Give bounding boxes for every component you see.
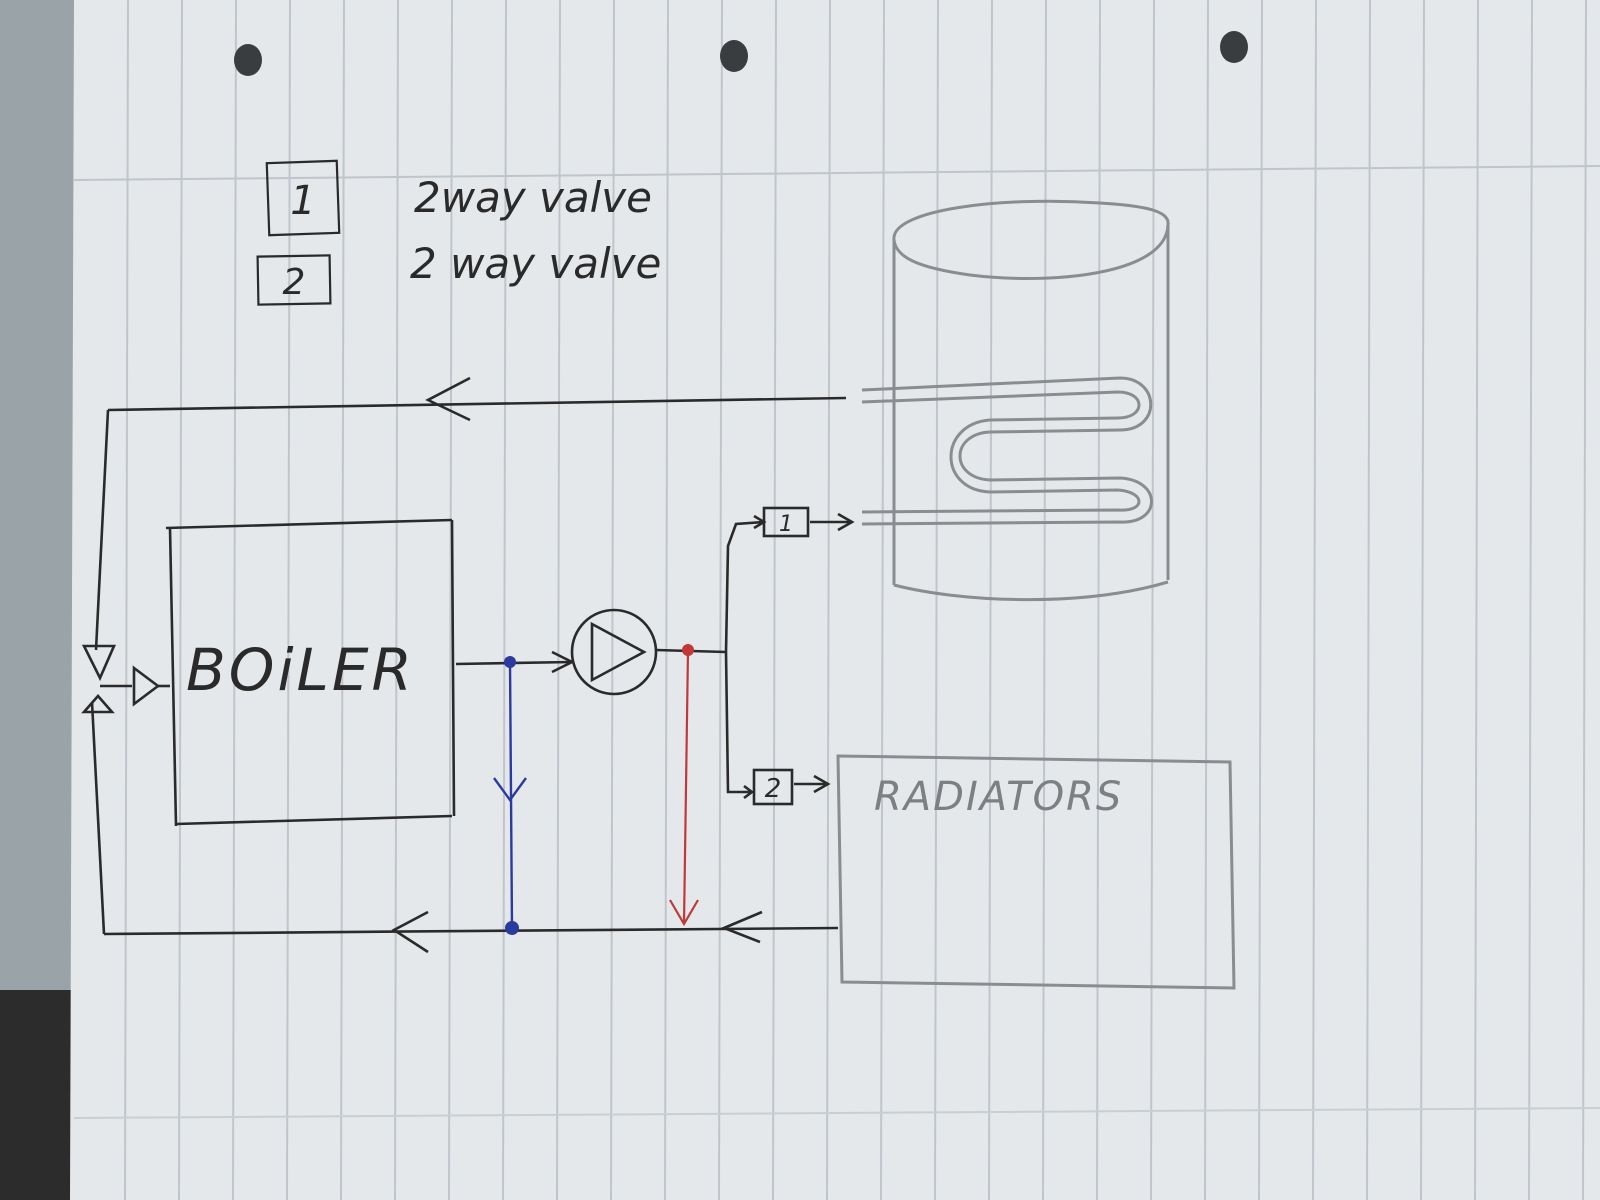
legend <box>256 159 341 306</box>
pump-circle <box>570 608 658 696</box>
mixing-valve-top <box>81 644 116 682</box>
arrow-valve-2-to-radiators <box>813 774 831 794</box>
notebook-rules <box>124 0 1587 1200</box>
blue-bypass-pipe <box>508 661 514 929</box>
blue-bypass <box>493 661 527 929</box>
mixing-valve-right <box>132 665 161 707</box>
horizontal-rule-bottom <box>73 1107 1600 1119</box>
red-bypass-arrow <box>669 899 699 927</box>
paper-sheet <box>70 0 1600 1200</box>
punch-hole <box>1220 31 1248 63</box>
boiler-label: BOiLER <box>186 636 415 704</box>
boiler-bottom <box>175 814 453 826</box>
hot-water-tank <box>861 199 1170 602</box>
arrow-valve-1-to-tank <box>837 512 855 532</box>
legend-box-2 <box>256 254 332 306</box>
boiler <box>165 518 456 827</box>
pump-triangle <box>590 621 647 683</box>
blue-junction-bottom <box>505 921 519 935</box>
boiler-top <box>165 518 453 530</box>
radiators-box <box>836 754 1236 990</box>
arrow-bottom-return-2 <box>720 910 763 944</box>
pipe-left-upper <box>94 409 110 651</box>
arrow-bottom-return-1 <box>391 910 429 954</box>
arrow-tank-return <box>425 376 471 422</box>
valve-1-box <box>762 506 810 538</box>
legend-key-2: 2 <box>283 262 306 303</box>
legend-label-1: 2way valve <box>414 173 652 222</box>
red-junction-top <box>682 644 694 656</box>
tank-bottom <box>893 580 1169 602</box>
pipe-tank-return <box>107 396 847 412</box>
punch-hole <box>234 44 262 76</box>
tank-coil-inner <box>861 390 1141 514</box>
legend-label-2: 2 way valve <box>410 239 661 288</box>
pipe-bottom-return <box>103 926 839 936</box>
pipe-left-lower <box>90 701 106 935</box>
legend-key-1: 1 <box>290 178 315 224</box>
mixing-valve-bottom <box>81 694 115 714</box>
red-bypass-pipe <box>682 649 690 925</box>
blue-bypass-arrow <box>493 777 527 803</box>
arrow-to-valve-2 <box>743 784 755 800</box>
radiators-label: RADIATORS <box>874 774 1123 820</box>
radiators <box>836 754 1236 990</box>
valve-2-box <box>752 768 794 806</box>
boiler-left <box>168 527 178 827</box>
boiler-right <box>450 519 456 817</box>
dark-corner <box>0 990 72 1200</box>
pipe-to-valve-1 <box>724 520 765 653</box>
blue-junction-top <box>504 656 516 668</box>
piping <box>81 376 855 954</box>
punch-hole <box>720 40 748 72</box>
valve-1-label: 1 <box>779 512 793 537</box>
pipe-to-valve-2 <box>724 651 752 794</box>
horizontal-rule <box>73 165 1600 181</box>
red-bypass <box>669 649 699 927</box>
legend-box-1 <box>265 159 341 237</box>
tank-coil-outer <box>861 376 1153 526</box>
valve-2-label: 2 <box>765 774 782 804</box>
